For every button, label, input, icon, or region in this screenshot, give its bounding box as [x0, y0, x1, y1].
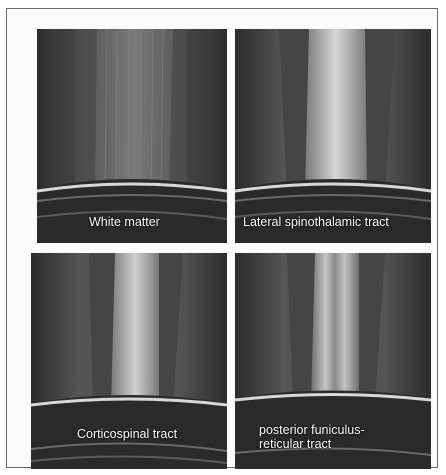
white-matter-image	[37, 29, 227, 243]
panel-lateral-spinothalamic-tract: Lateral spinothalamic tract	[235, 29, 431, 243]
panel-label-white-matter: White matter	[89, 215, 160, 229]
panel-label-posterior-funiculus-reticular-tract: posterior funiculus- reticular tract	[259, 423, 365, 451]
figure-frame: White matter	[6, 8, 438, 468]
panel-posterior-funiculus-reticular-tract: posterior funiculus- reticular tract	[235, 253, 431, 469]
panel-corticospinal-tract: Corticospinal tract	[31, 253, 227, 469]
panel-white-matter: White matter	[37, 29, 227, 243]
lateral-spinothalamic-image	[235, 29, 431, 243]
panel-label-lateral-spinothalamic-tract: Lateral spinothalamic tract	[243, 215, 389, 229]
panel-label-corticospinal-tract: Corticospinal tract	[77, 427, 177, 441]
